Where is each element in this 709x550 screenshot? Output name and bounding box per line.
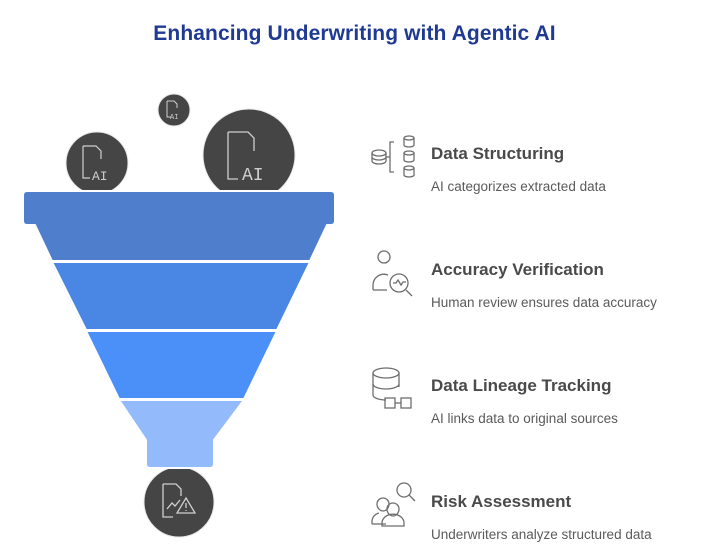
step-label: Data Lineage Tracking [431,376,612,395]
funnel-band-1 [22,190,336,262]
chart-report-warning-icon [162,483,197,518]
person-analytics-search-icon [372,250,413,297]
ai-document-icon: AI [82,145,108,184]
database-hierarchy-icon [371,135,415,178]
step-data-structuring: Data Structuring AI categorizes extracte… [370,132,700,202]
input-document-left: AI [65,131,129,195]
input-document-small: AI [157,93,191,127]
step-risk-assessment: Risk Assessment Underwriters analyze str… [370,480,700,550]
step-label: Risk Assessment [431,492,572,511]
step-data-lineage-tracking: Data Lineage Tracking AI links data to o… [370,364,700,434]
input-document-large: AI [202,108,296,202]
step-description: Human review ensures data accuracy [431,295,657,310]
step-label: Data Structuring [431,144,565,163]
ai-document-icon: AI [166,100,178,122]
page-title: Enhancing Underwriting with Agentic AI [153,22,556,45]
ai-label: AI [170,114,178,122]
ai-document-icon: AI [227,131,264,186]
ai-label: AI [242,166,264,186]
team-search-icon [371,482,416,527]
funnel-band-4 [118,399,245,469]
step-description: AI categorizes extracted data [431,179,606,194]
funnel-band-2 [51,261,311,331]
step-accuracy-verification: Accuracy Verification Human review ensur… [370,248,700,318]
step-label: Accuracy Verification [431,260,604,279]
step-description: AI links data to original sources [431,411,618,426]
output-circle [143,466,215,538]
database-link-icon [372,367,412,409]
ai-label: AI [92,169,108,184]
step-description: Underwriters analyze structured data [431,527,652,542]
funnel-band-3 [85,330,278,400]
